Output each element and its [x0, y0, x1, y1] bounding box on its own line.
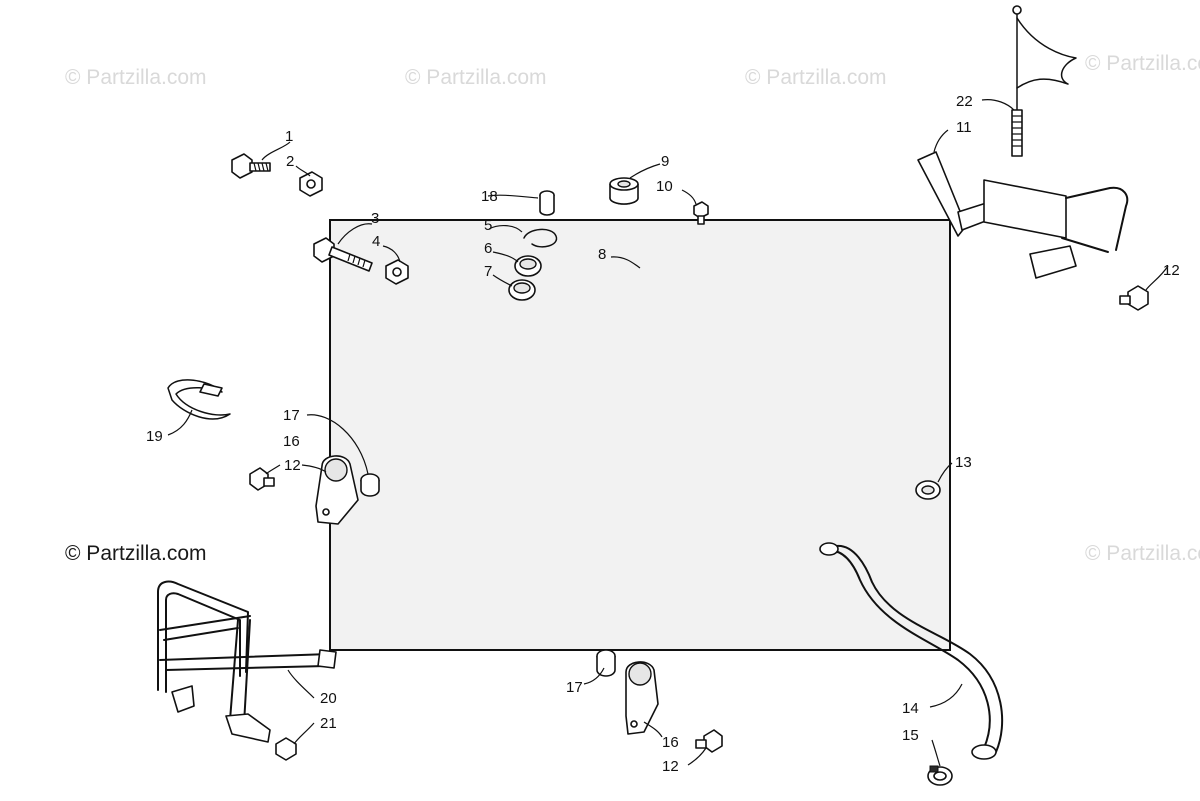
mount-bracket-part-16-bottom [625, 661, 659, 735]
watermark: © Partzilla.com [65, 66, 207, 89]
nut-part-2 [299, 171, 323, 197]
grommet-part-13 [915, 480, 941, 500]
callout-2: 2 [286, 153, 294, 170]
clamp-part-15 [927, 765, 953, 786]
strap-part-19 [167, 379, 231, 420]
spacer-part-17-left [360, 473, 380, 497]
callout-11: 11 [956, 119, 972, 136]
watermark: © Partzilla.com [1085, 52, 1200, 75]
callout-3: 3 [371, 210, 379, 227]
callout-15: 15 [902, 727, 919, 744]
callout-10: 10 [656, 178, 673, 195]
mount-bracket-part-16-left [315, 455, 359, 525]
flag-whip-part-22 [1011, 5, 1077, 157]
watermark-main: © Partzilla.com [65, 542, 207, 565]
callout-7: 7 [484, 263, 492, 280]
nut-part-4 [385, 259, 409, 285]
watermark: © Partzilla.com [745, 66, 887, 89]
bolt-part-21 [275, 737, 297, 761]
callout-18: 18 [481, 188, 498, 205]
watermark: © Partzilla.com [405, 66, 547, 89]
front-bumper-part-20 [157, 580, 337, 743]
frame-placeholder [329, 219, 951, 651]
callout-12-left: 12 [284, 457, 301, 474]
callout-16-bottom: 16 [662, 734, 679, 751]
callout-22: 22 [956, 93, 973, 110]
long-bolt-part-3 [313, 237, 373, 272]
callouts: 1 2 3 4 5 6 7 8 9 10 11 12 12 12 13 14 1… [146, 93, 1180, 775]
callout-17-left: 17 [283, 407, 300, 424]
bolt-part-12-bottom [695, 729, 723, 753]
spacer-part-18 [539, 190, 555, 216]
bearing-part-7 [508, 279, 536, 301]
callout-21: 21 [320, 715, 337, 732]
callout-4: 4 [372, 233, 380, 250]
main-frame [329, 219, 951, 651]
bearing-part-6 [514, 255, 542, 277]
callout-13: 13 [955, 454, 972, 471]
grommet-part-9 [609, 177, 639, 205]
callout-1: 1 [285, 128, 293, 145]
watermark: © Partzilla.com [1085, 542, 1200, 565]
callout-16-left: 16 [283, 433, 300, 450]
bolt-part-12-right [1119, 285, 1149, 311]
callout-8: 8 [598, 246, 606, 263]
bolt-part-12-left [249, 467, 275, 491]
callout-20: 20 [320, 690, 337, 707]
rear-rack [983, 179, 1129, 279]
spacer-part-17-bottom [596, 649, 616, 677]
callout-5: 5 [484, 217, 492, 234]
callout-12-right: 12 [1163, 262, 1180, 279]
screw-part-10 [693, 201, 709, 225]
callout-14: 14 [902, 700, 919, 717]
leader-lines [167, 99, 1169, 767]
hose-part-14 [819, 542, 1004, 760]
callout-6: 6 [484, 240, 492, 257]
callout-19: 19 [146, 428, 163, 445]
bolt-part-1 [231, 153, 271, 179]
callout-17-bottom: 17 [566, 679, 583, 696]
callout-12-bottom: 12 [662, 758, 679, 775]
snap-ring-part-5 [523, 228, 558, 248]
callout-9: 9 [661, 153, 669, 170]
